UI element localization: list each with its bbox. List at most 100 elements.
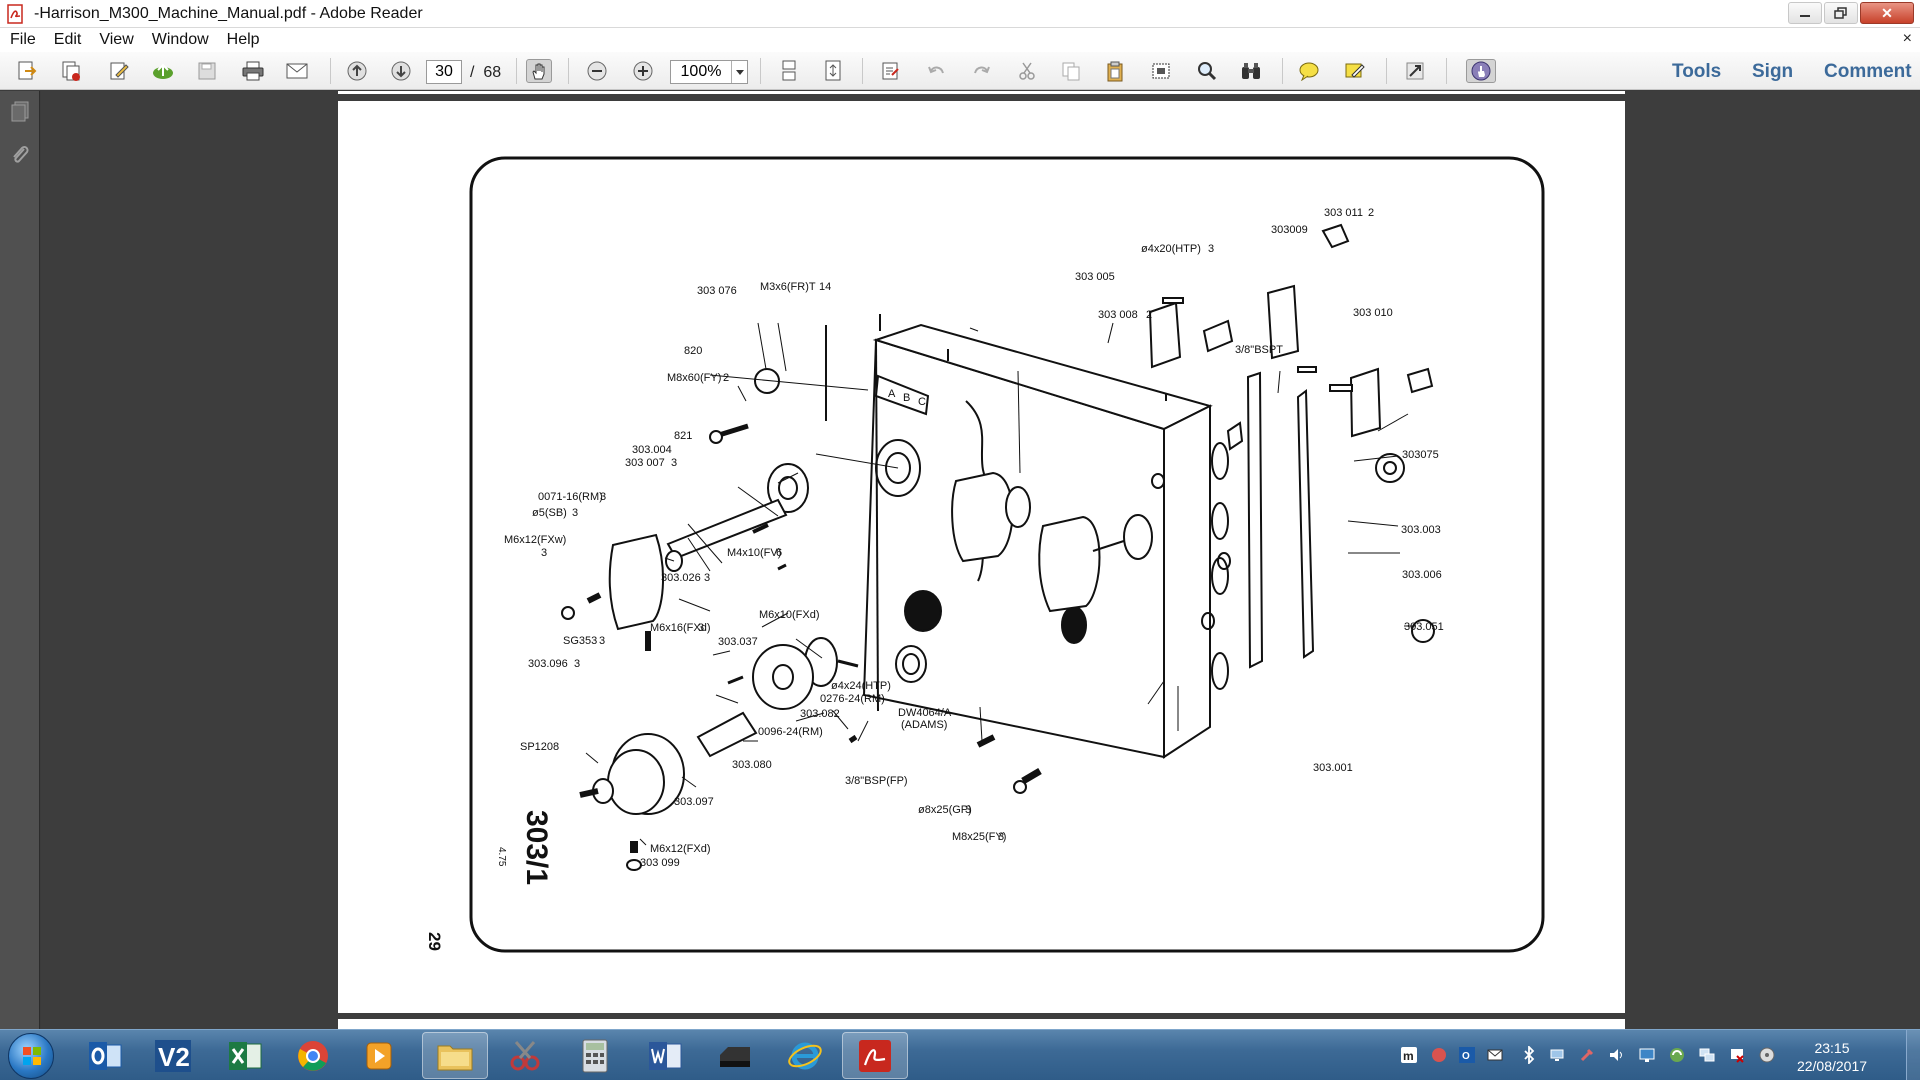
zoom-out-button[interactable] bbox=[584, 59, 610, 83]
find-button[interactable] bbox=[1194, 59, 1220, 83]
redo-button[interactable] bbox=[968, 59, 994, 83]
cut-button[interactable] bbox=[1014, 59, 1040, 83]
taskbar-calculator[interactable] bbox=[562, 1032, 628, 1079]
part-label: M6x12(FXw) bbox=[504, 534, 566, 546]
taskbar-excel[interactable] bbox=[212, 1032, 278, 1079]
page-number-input[interactable]: 30 bbox=[426, 60, 462, 84]
paste-button[interactable] bbox=[1102, 59, 1128, 83]
chevron-down-icon[interactable] bbox=[731, 61, 747, 83]
window-titlebar: -Harrison_M300_Machine_Manual.pdf - Adob… bbox=[0, 0, 1920, 28]
advanced-search-button[interactable] bbox=[1238, 59, 1264, 83]
envelope-icon bbox=[286, 63, 308, 79]
tray-sync-icon[interactable] bbox=[1668, 1046, 1686, 1064]
sign-pane-link[interactable]: Sign bbox=[1752, 61, 1794, 82]
calculator-icon bbox=[582, 1039, 608, 1072]
selector-plate: A B C bbox=[874, 374, 930, 416]
page-count: / 68 bbox=[470, 64, 501, 82]
svg-text:m: m bbox=[1403, 1049, 1414, 1063]
part-label: 303.051 bbox=[1404, 621, 1444, 633]
upload-button[interactable] bbox=[150, 59, 176, 83]
taskbar-word[interactable] bbox=[632, 1032, 698, 1079]
bluetooth-icon[interactable] bbox=[1520, 1046, 1538, 1064]
menu-file[interactable]: File bbox=[10, 31, 36, 48]
start-button[interactable] bbox=[8, 1033, 54, 1079]
tray-m-icon[interactable]: m bbox=[1400, 1046, 1418, 1064]
snapshot-button[interactable] bbox=[1148, 59, 1174, 83]
taskbar-snipping-tool[interactable] bbox=[492, 1032, 558, 1079]
undo-button[interactable] bbox=[924, 59, 950, 83]
part-qty: 3 bbox=[599, 635, 605, 647]
fit-page-button[interactable] bbox=[820, 59, 846, 83]
part-label: M4x10(FV) bbox=[727, 547, 781, 559]
tray-tool-icon[interactable] bbox=[1578, 1046, 1596, 1064]
edit-pdf-button[interactable] bbox=[106, 59, 132, 83]
part-label: 303 011 bbox=[1324, 207, 1363, 219]
menu-window[interactable]: Window bbox=[151, 31, 209, 48]
menu-view[interactable]: View bbox=[99, 31, 134, 48]
taskbar-outlook[interactable] bbox=[72, 1032, 138, 1079]
part-label: 303.003 bbox=[1401, 524, 1441, 536]
tray-disc-icon[interactable] bbox=[1758, 1046, 1776, 1064]
close-button[interactable]: ✕ bbox=[1860, 2, 1914, 24]
tray-network-share-icon[interactable] bbox=[1548, 1046, 1566, 1064]
combine-button[interactable] bbox=[58, 59, 84, 83]
restore-button[interactable] bbox=[1824, 2, 1858, 24]
taskbar-printer[interactable] bbox=[702, 1032, 768, 1079]
touch-mode-button[interactable] bbox=[1466, 59, 1496, 83]
hand-tool-button[interactable] bbox=[526, 59, 552, 83]
document-view[interactable]: A B C bbox=[41, 91, 1920, 1029]
comment-pane-link[interactable]: Comment bbox=[1824, 61, 1912, 82]
volume-icon[interactable] bbox=[1608, 1046, 1626, 1064]
tray-outlook-icon[interactable]: O bbox=[1458, 1046, 1476, 1064]
side-plate bbox=[1296, 389, 1315, 659]
taskbar-adobe-reader[interactable] bbox=[842, 1032, 908, 1079]
tray-mail-icon[interactable] bbox=[1486, 1046, 1504, 1064]
print-button[interactable] bbox=[240, 59, 266, 83]
cover-plate bbox=[1246, 371, 1264, 669]
menu-edit[interactable]: Edit bbox=[53, 31, 82, 48]
page-thumbnails-button[interactable] bbox=[8, 99, 32, 125]
zoom-in-button[interactable] bbox=[630, 59, 656, 83]
arrow-down-circle-icon bbox=[391, 61, 411, 81]
adobe-reader-app-icon[interactable] bbox=[6, 3, 26, 24]
highlight-button[interactable] bbox=[1342, 59, 1368, 83]
copy-button[interactable] bbox=[1058, 59, 1084, 83]
taskbar-media-player[interactable] bbox=[346, 1032, 412, 1079]
windows-logo-icon bbox=[23, 1047, 41, 1065]
menu-help[interactable]: Help bbox=[226, 31, 260, 48]
previous-page-button[interactable] bbox=[344, 59, 370, 83]
taskbar-chrome[interactable] bbox=[280, 1032, 346, 1079]
taskbar-internet-explorer[interactable] bbox=[772, 1032, 838, 1079]
minimize-button[interactable] bbox=[1788, 2, 1822, 24]
save-button[interactable] bbox=[194, 59, 220, 83]
next-page-button[interactable] bbox=[388, 59, 414, 83]
form-button[interactable] bbox=[878, 59, 904, 83]
part-qty: 3 bbox=[600, 491, 606, 503]
part-label: 303 008 bbox=[1098, 309, 1138, 321]
sticky-note-button[interactable] bbox=[1296, 59, 1322, 83]
form-icon bbox=[882, 62, 899, 80]
email-button[interactable] bbox=[284, 59, 310, 83]
network-icon[interactable] bbox=[1698, 1046, 1716, 1064]
part-qty: 3 bbox=[704, 572, 710, 584]
tray-red-icon[interactable] bbox=[1430, 1046, 1448, 1064]
create-button[interactable] bbox=[14, 59, 40, 83]
pdf-page: A B C bbox=[338, 101, 1625, 1013]
cloud-upload-icon bbox=[153, 63, 173, 79]
redo-icon bbox=[974, 66, 990, 74]
edit-pdf-icon bbox=[110, 62, 129, 80]
tray-monitor-icon[interactable] bbox=[1638, 1046, 1656, 1064]
chrome-icon bbox=[298, 1040, 328, 1071]
action-center-icon[interactable] bbox=[1728, 1046, 1746, 1064]
show-desktop-button[interactable] bbox=[1906, 1030, 1920, 1080]
full-screen-button[interactable] bbox=[1402, 59, 1428, 83]
system-clock[interactable]: 23:15 22/08/2017 bbox=[1782, 1039, 1882, 1075]
taskbar-v2[interactable]: V2 bbox=[140, 1032, 206, 1079]
document-close-button[interactable]: × bbox=[1902, 30, 1912, 47]
scrolling-mode-button[interactable] bbox=[776, 59, 802, 83]
zoom-select[interactable]: 100% bbox=[670, 60, 748, 84]
attachments-button[interactable] bbox=[8, 141, 32, 167]
taskbar-file-explorer[interactable] bbox=[422, 1032, 488, 1079]
tools-pane-link[interactable]: Tools bbox=[1672, 61, 1722, 82]
part-qty: 3 bbox=[698, 622, 704, 634]
